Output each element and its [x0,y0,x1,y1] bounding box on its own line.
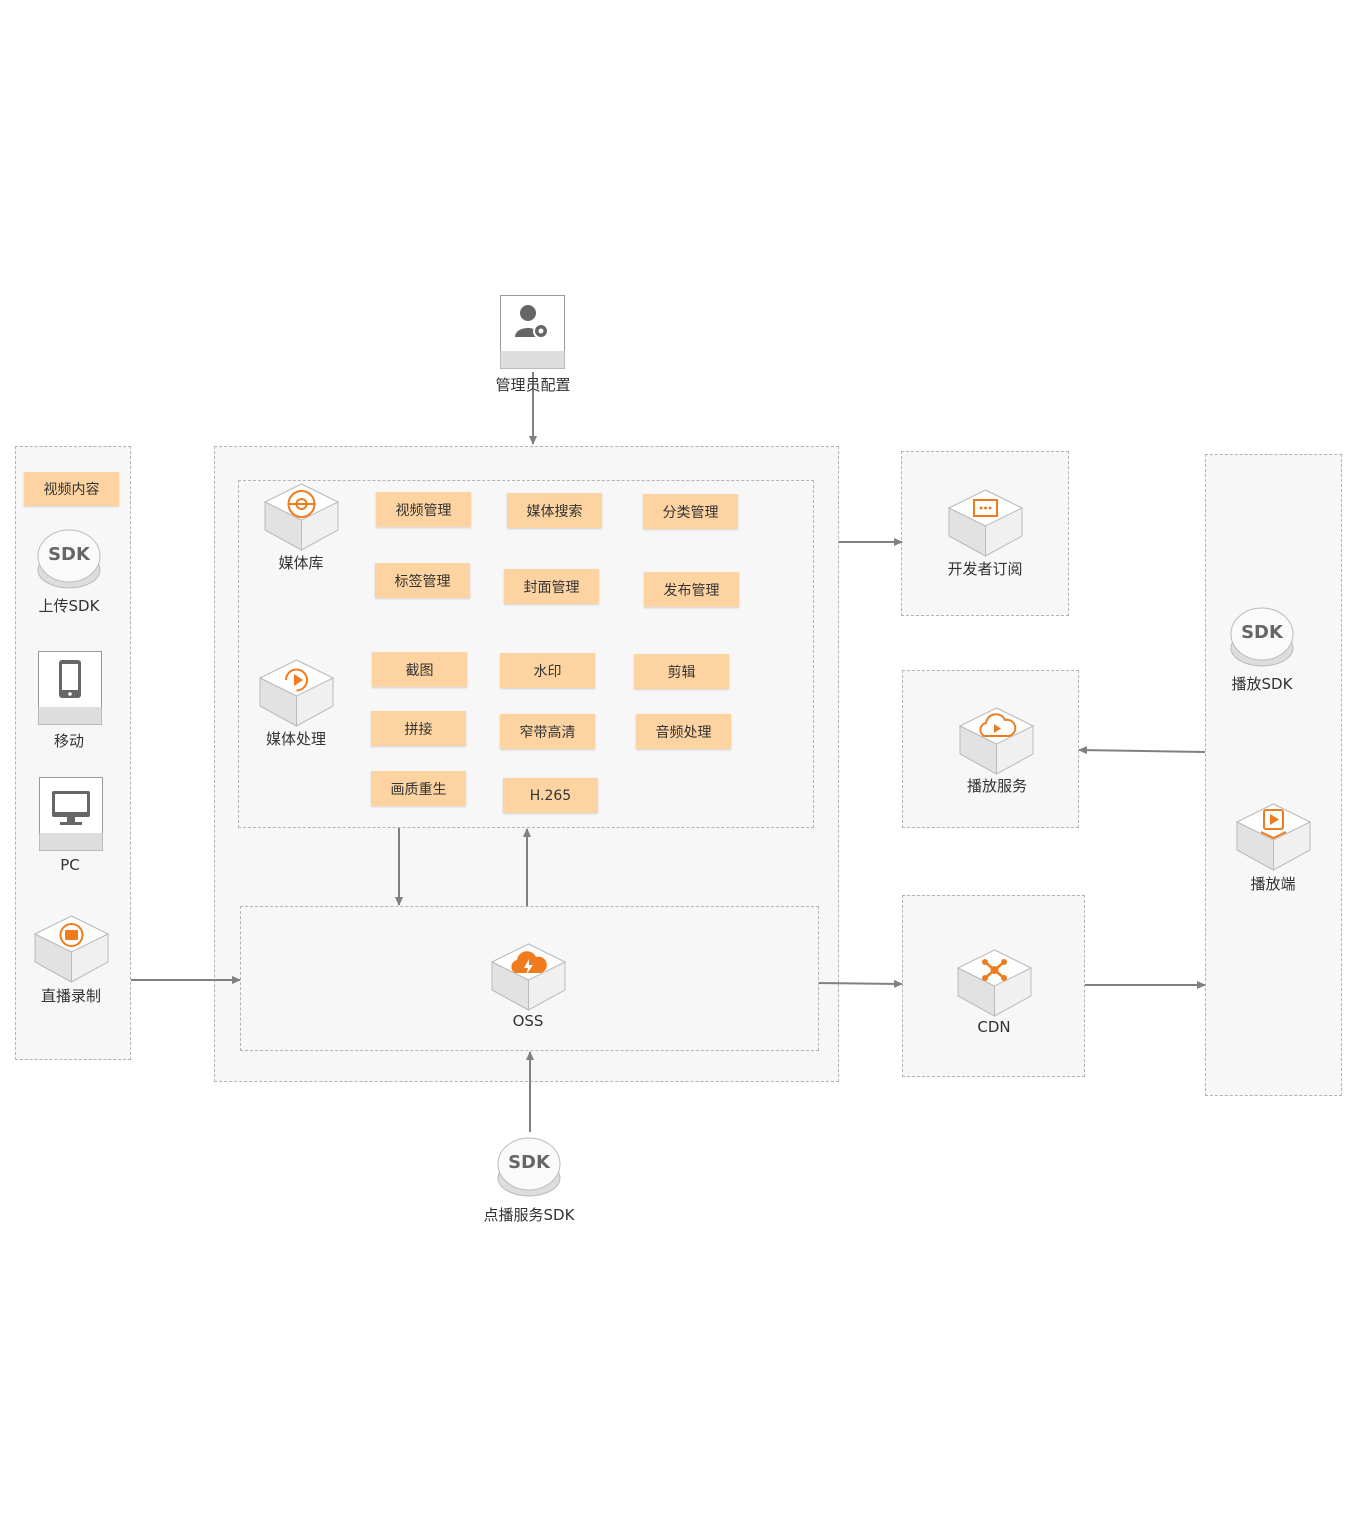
arrow-player-to-play-service [1078,746,1206,755]
video-content-chip: 视频内容 [24,472,119,506]
pc-label: PC [60,856,80,874]
arrow-storage-to-cdn [818,979,903,988]
play-sdk-label: 播放SDK [1231,675,1293,693]
chip-splice: 拼接 [371,711,466,746]
live-record-icon [33,914,110,988]
cdn-icon [956,948,1033,1022]
chip-tag-management: 标签管理 [375,563,470,598]
vod-sdk-icon: SDK [497,1136,561,1204]
player-panel [1205,454,1342,1096]
chip-edit: 剪辑 [634,654,729,689]
media-management-panel [238,480,814,828]
player-label: 播放端 [1250,875,1296,893]
dev-subscribe-icon [947,488,1024,562]
pc-icon [39,777,103,855]
upload-sdk-badge: SDK [48,544,91,565]
chip-video-management: 视频管理 [376,492,471,527]
chip-h265: H.265 [503,778,598,813]
play-service-icon [958,706,1035,780]
media-library-icon [263,482,340,556]
media-processing-icon [258,658,335,732]
admin-config-icon [500,295,565,374]
vod-sdk-label: 点播服务SDK [483,1206,575,1224]
chip-cover-management: 封面管理 [504,569,599,604]
mobile-label: 移动 [53,732,85,750]
oss-icon [490,942,567,1016]
chip-category-management: 分类管理 [643,494,738,529]
chip-publish-management: 发布管理 [644,572,739,607]
mobile-icon [38,651,102,729]
live-record-label: 直播录制 [40,987,102,1005]
play-sdk-badge: SDK [1241,622,1284,643]
chip-narrowband-hd: 窄带高清 [500,714,595,749]
admin-config-label: 管理员配置 [495,376,571,394]
chip-audio-processing: 音频处理 [636,714,731,749]
chip-screenshot: 截图 [372,652,467,687]
player-icon [1235,802,1312,876]
upload-sdk-label: 上传SDK [38,597,100,615]
media-processing-label: 媒体处理 [265,730,327,748]
chip-media-search: 媒体搜索 [507,493,602,528]
play-service-label: 播放服务 [966,777,1028,795]
media-library-label: 媒体库 [278,554,324,572]
play-sdk-icon: SDK [1230,606,1294,674]
chip-watermark: 水印 [500,653,595,688]
upload-sdk-icon: SDK [37,528,101,596]
cdn-label: CDN [977,1018,1011,1036]
dev-subscribe-label: 开发者订阅 [947,560,1023,578]
chip-quality-rebirth: 画质重生 [371,771,466,806]
oss-label: OSS [512,1012,544,1030]
vod-sdk-badge: SDK [508,1152,551,1173]
